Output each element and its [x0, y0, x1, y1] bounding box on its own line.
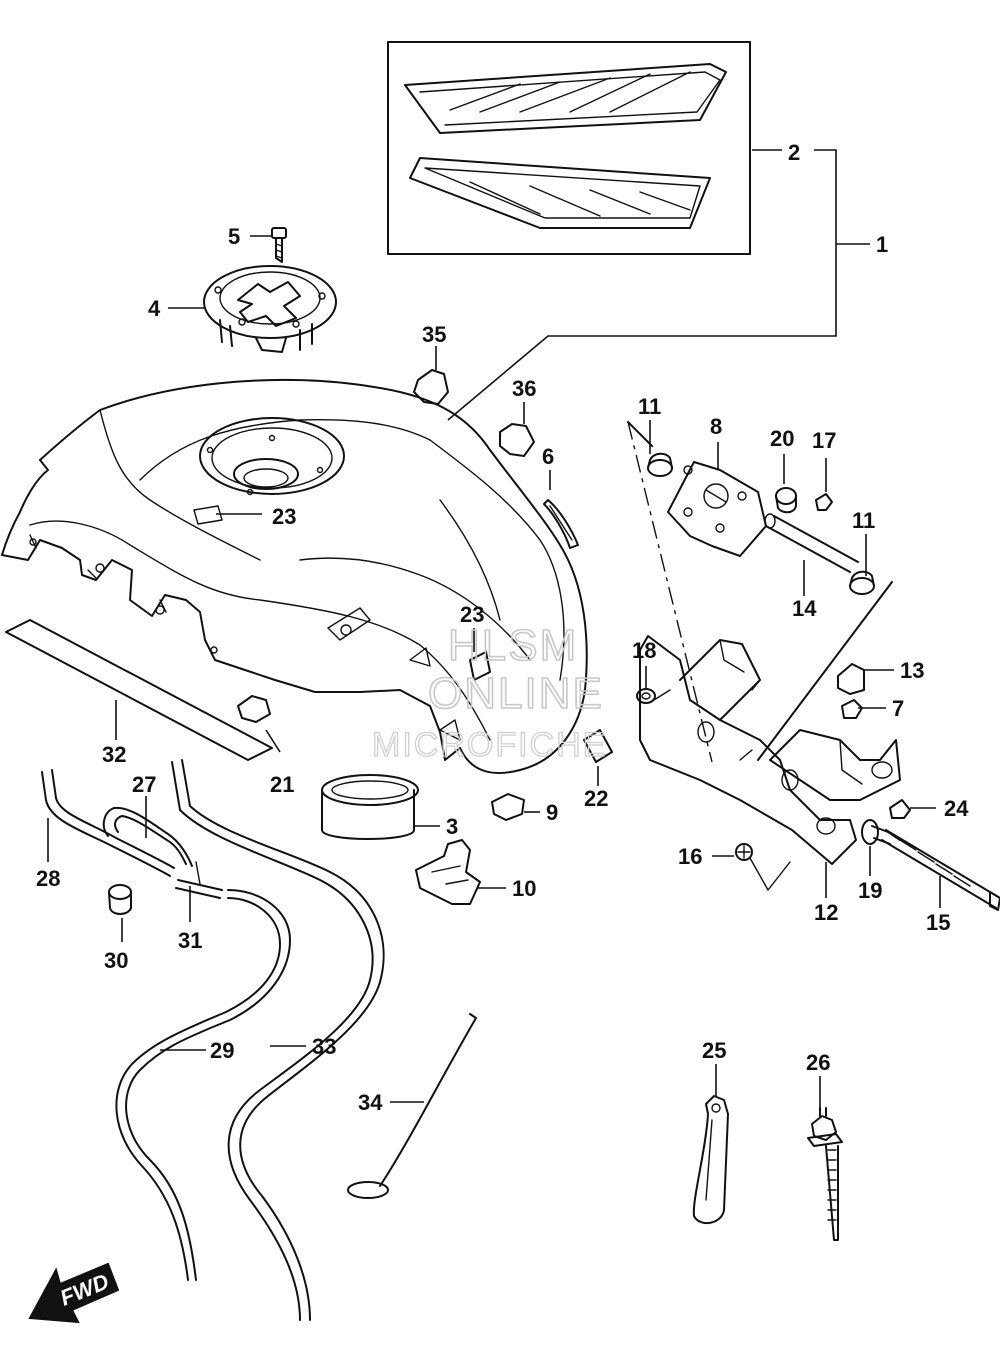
- callout-21: 21: [270, 772, 294, 797]
- damper-10: [415, 839, 481, 905]
- callout-31: 31: [178, 928, 202, 953]
- callout-11b: 11: [852, 508, 875, 533]
- hose-33: [171, 759, 385, 1321]
- callout-6: 6: [542, 444, 554, 469]
- watermark-line1: HLSM: [448, 621, 578, 670]
- callout-26: 26: [806, 1050, 830, 1075]
- callout-27: 27: [132, 772, 156, 797]
- callout-1: 1: [876, 232, 888, 257]
- callout-18: 18: [632, 638, 656, 663]
- callout-16: 16: [678, 844, 702, 869]
- cushion-3: [321, 774, 419, 840]
- callout-22: 22: [584, 786, 608, 811]
- callout-23a: 23: [272, 504, 296, 529]
- heat-shield: [5, 619, 273, 761]
- decal-set: [387, 41, 751, 255]
- watermark-line2: ONLINE: [428, 669, 604, 718]
- callout-33: 33: [312, 1034, 336, 1059]
- callout-30: 30: [104, 948, 128, 973]
- callout-15: 15: [926, 910, 950, 935]
- callout-8: 8: [710, 414, 722, 439]
- callout-34: 34: [358, 1090, 383, 1115]
- fuel-cap: [203, 265, 337, 353]
- bracket-assembly: [627, 421, 1000, 911]
- tie-26: [807, 1107, 843, 1241]
- callout-36: 36: [512, 376, 536, 401]
- callout-28: 28: [36, 866, 60, 891]
- damper-9: [491, 793, 525, 821]
- callout-labels: 1 2 3 4 5 6 7 8 9 10 11 11 12 13 14 15 1…: [36, 140, 969, 1115]
- callout-10: 10: [512, 876, 536, 901]
- watermark: HLSM ONLINE MICROFICHE: [371, 620, 607, 764]
- callout-9: 9: [546, 800, 558, 825]
- clamp-30: [108, 884, 132, 915]
- callout-24: 24: [944, 796, 969, 821]
- cap-screw: [271, 227, 287, 263]
- pad-23: [469, 651, 491, 681]
- callout-13: 13: [900, 658, 924, 683]
- pad-22: [583, 729, 613, 763]
- callout-3: 3: [446, 814, 458, 839]
- cushion-21: [237, 695, 271, 723]
- callout-25: 25: [702, 1038, 726, 1063]
- callout-23b: 23: [460, 602, 484, 627]
- seal-strip: [543, 499, 579, 549]
- callout-29: 29: [210, 1038, 234, 1063]
- callout-12: 12: [814, 900, 838, 925]
- callout-32: 32: [102, 742, 126, 767]
- cable-34: [347, 1013, 477, 1199]
- fuel-tank: [1, 378, 588, 774]
- hose-29: [115, 889, 291, 1281]
- hose-27: [102, 806, 193, 867]
- clamp-25: [692, 1095, 729, 1225]
- hose-28: [41, 769, 175, 877]
- callout-20: 20: [770, 426, 794, 451]
- callout-5: 5: [228, 224, 240, 249]
- hose-31: [175, 861, 223, 899]
- callout-17: 17: [812, 428, 836, 453]
- callout-2: 2: [788, 140, 800, 165]
- callout-35: 35: [422, 322, 446, 347]
- callout-4: 4: [148, 296, 161, 321]
- callout-7: 7: [892, 696, 904, 721]
- callout-19: 19: [858, 878, 882, 903]
- callout-14: 14: [792, 596, 817, 621]
- cushion-35: [413, 369, 449, 405]
- leader-lines: [47, 149, 941, 1108]
- cushion-36: [499, 423, 535, 457]
- fwd-arrow: FWD: [28, 1262, 120, 1324]
- watermark-line3: MICROFICHE: [372, 726, 607, 764]
- callout-11a: 11: [638, 394, 661, 419]
